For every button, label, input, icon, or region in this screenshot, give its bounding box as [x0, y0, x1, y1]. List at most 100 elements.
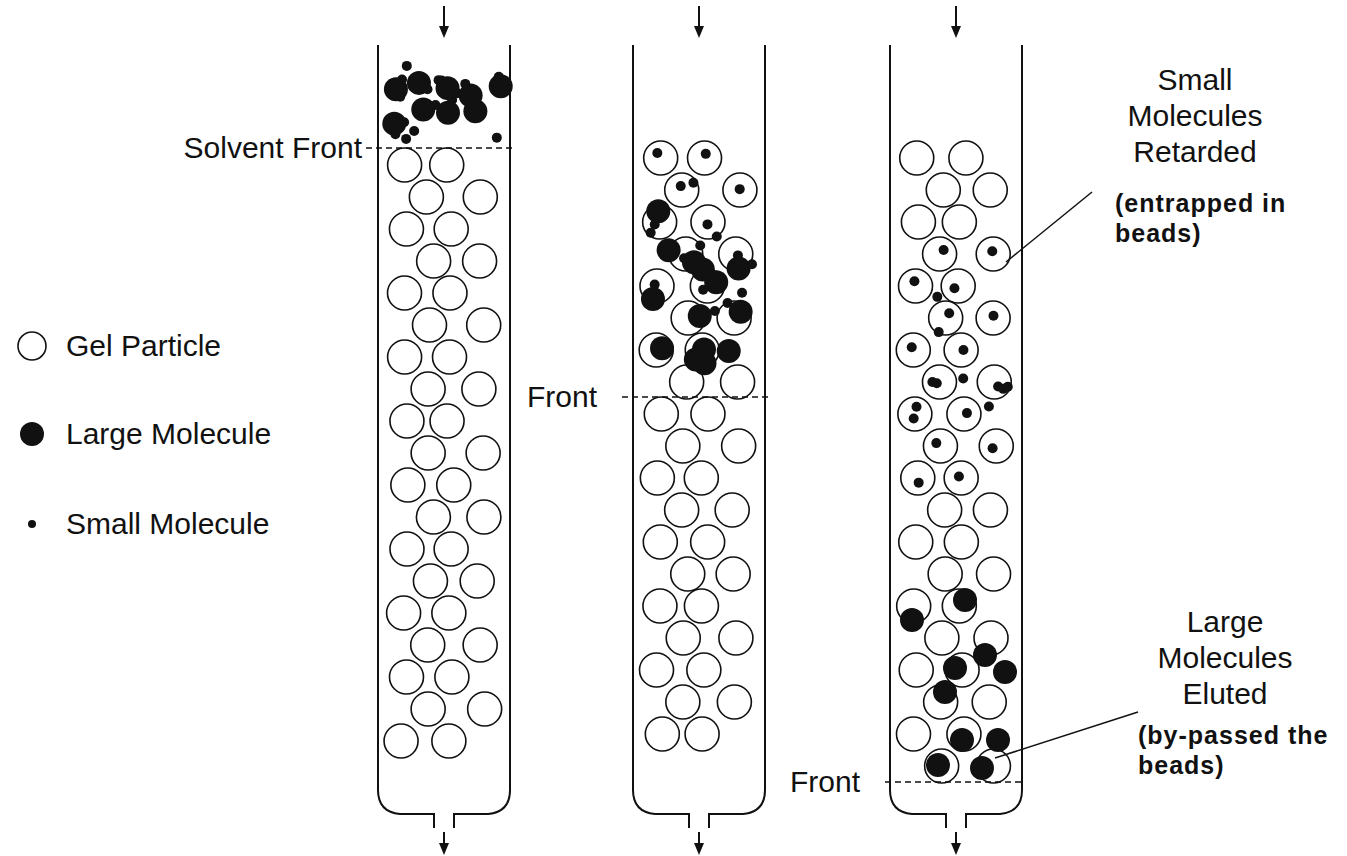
- gel-particle: [688, 141, 722, 175]
- small-molecule: [914, 478, 924, 488]
- gel-particle: [388, 148, 422, 182]
- small-molecule: [471, 108, 481, 118]
- gel-particle: [722, 429, 756, 463]
- gel-particle: [942, 589, 976, 623]
- gel-particle: [899, 653, 933, 687]
- small-molecule: [934, 327, 944, 337]
- small-molecule: [949, 283, 959, 293]
- large-molecule: [657, 238, 681, 262]
- large-molecule: [973, 643, 997, 667]
- column-tube: [378, 45, 510, 828]
- small-molecule: [423, 84, 433, 94]
- gel-particle: [922, 365, 956, 399]
- gel-particle: [409, 180, 443, 214]
- gel-particle: [973, 493, 1007, 527]
- gel-particle: [947, 717, 981, 751]
- gel-particle: [643, 589, 677, 623]
- small-molecule: [401, 134, 411, 144]
- legend-small-sample: [28, 520, 36, 528]
- gel-particle: [944, 461, 978, 495]
- arrow-head: [439, 26, 449, 38]
- callout-text: Small Molecules Retarded: [1100, 62, 1290, 170]
- gel-particle: [665, 173, 699, 207]
- small-molecule: [688, 178, 698, 188]
- large-molecule: [650, 336, 674, 360]
- large-molecule: [688, 304, 712, 328]
- gel-particle: [896, 333, 930, 367]
- small-molecule: [646, 228, 656, 238]
- gel-particle: [432, 724, 466, 758]
- gel-particle: [460, 564, 494, 598]
- gel-particle: [390, 404, 424, 438]
- gel-particle: [977, 365, 1011, 399]
- small-molecule: [932, 292, 942, 302]
- large-molecule: [693, 351, 717, 375]
- gel-particle: [411, 436, 445, 470]
- gel-particle: [416, 500, 450, 534]
- gel-particle: [463, 628, 497, 662]
- gel-particle: [972, 685, 1006, 719]
- gel-particle: [685, 717, 719, 751]
- gel-particle: [944, 525, 978, 559]
- column-tube: [890, 45, 1022, 828]
- small-molecule: [954, 472, 964, 482]
- small-molecule: [397, 74, 407, 84]
- gel-particle: [684, 461, 718, 495]
- gel-particle: [644, 141, 678, 175]
- gel-particle: [928, 557, 962, 591]
- gel-particle: [666, 621, 700, 655]
- gel-particle: [925, 749, 959, 783]
- gel-particle: [467, 308, 501, 342]
- leader-line: [1006, 192, 1092, 262]
- gel-particle: [926, 173, 960, 207]
- arrow-head: [694, 843, 704, 855]
- gel-particle: [437, 468, 471, 502]
- small-molecule: [735, 184, 745, 194]
- gel-particle: [462, 372, 496, 406]
- gel-particle: [411, 628, 445, 662]
- legend-gel-sample: [18, 332, 46, 360]
- small-molecule: [402, 61, 412, 71]
- gel-particle: [941, 269, 975, 303]
- callout-note: (entrapped in beads): [1115, 188, 1315, 248]
- gel-particle: [390, 532, 424, 566]
- gel-particle: [411, 372, 445, 406]
- gel-particle: [430, 404, 464, 438]
- small-molecule: [676, 181, 686, 191]
- gel-particle: [900, 141, 934, 175]
- gel-particle: [434, 212, 468, 246]
- gel-particle: [643, 525, 677, 559]
- large-molecule: [933, 680, 957, 704]
- small-molecule: [723, 298, 733, 308]
- gel-particle: [973, 173, 1007, 207]
- front-label: Solvent Front: [184, 130, 362, 166]
- small-molecule: [907, 342, 917, 352]
- gel-particle: [387, 596, 421, 630]
- gel-particle: [411, 692, 445, 726]
- gel-particle: [901, 205, 935, 239]
- small-molecule: [492, 133, 502, 143]
- small-molecule: [988, 311, 998, 321]
- small-molecule: [927, 377, 937, 387]
- small-molecule: [939, 245, 949, 255]
- gel-particle: [687, 653, 721, 687]
- legend-text: Small Molecule: [66, 506, 269, 542]
- gel-particle: [417, 244, 451, 278]
- gel-particle: [923, 429, 957, 463]
- gel-particle: [468, 692, 502, 726]
- small-molecule: [747, 259, 757, 269]
- large-molecule: [970, 756, 994, 780]
- gel-particle: [391, 468, 425, 502]
- small-molecule: [958, 345, 968, 355]
- large-molecule: [646, 199, 670, 223]
- gel-particle: [976, 237, 1010, 271]
- arrow-head: [951, 26, 961, 38]
- small-molecule: [652, 148, 662, 158]
- gel-particle: [640, 461, 674, 495]
- small-molecule: [702, 219, 712, 229]
- small-molecule: [710, 306, 720, 316]
- gel-particle: [644, 397, 678, 431]
- large-molecule: [727, 257, 751, 281]
- large-molecule: [641, 287, 665, 311]
- small-molecule: [988, 443, 998, 453]
